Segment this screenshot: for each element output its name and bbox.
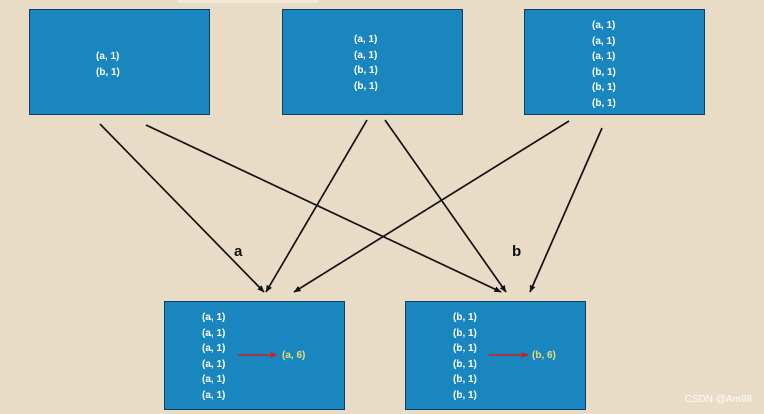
arrow-top-right-to-b — [529, 127, 603, 293]
pair-label: (a, 1) — [202, 327, 226, 339]
bottom-b-box: (b, 1) (b, 1) (b, 1) (b, 1) (b, 1) (b, 1… — [405, 301, 586, 410]
result-label-a: (a, 6) — [282, 350, 306, 361]
pair-label: (a, 1) — [592, 35, 616, 47]
pair-label: (a, 1) — [354, 34, 378, 45]
pair-label: (b, 1) — [453, 389, 477, 401]
key-label-b: b — [512, 243, 522, 260]
top-middle-pair-list: (a, 1) (a, 1) (b, 1) (b, 1) — [354, 32, 378, 94]
pair-label: (a, 1) — [202, 374, 226, 385]
bottom-b-pair-list: (b, 1) (b, 1) (b, 1) (b, 1) (b, 1) (b, 1… — [453, 310, 477, 403]
result-arrow-a — [238, 352, 278, 358]
pair-label: (b, 1) — [453, 374, 477, 385]
top-left-pair-list: (a, 1) (b, 1) — [96, 49, 120, 80]
arrow-top-left-to-b — [145, 124, 502, 293]
pair-label: (a, 1) — [202, 343, 226, 354]
pair-label: (b, 1) — [354, 65, 378, 76]
arrow-top-middle-to-a — [265, 119, 368, 293]
pair-label: (a, 1) — [592, 51, 616, 62]
pair-label: (b, 1) — [592, 97, 616, 109]
pair-label: (a, 1) — [96, 51, 120, 62]
bottom-a-pair-list: (a, 1) (a, 1) (a, 1) (a, 1) (a, 1) (a, 1… — [202, 310, 225, 403]
pair-label: (a, 1) — [202, 389, 226, 401]
key-label-a: a — [234, 243, 243, 260]
arrow-top-middle-to-b — [384, 119, 507, 293]
watermark: CSDN @Am98 — [684, 394, 752, 405]
top-right-pair-list: (a, 1) (a, 1) (a, 1) (b, 1) (b, 1) (b, 1… — [592, 18, 616, 111]
top-left-box: (a, 1) (b, 1) — [29, 9, 210, 115]
pair-label: (a, 1) — [354, 49, 378, 61]
arrow-top-right-to-a — [293, 120, 570, 293]
pair-label: (b, 1) — [453, 343, 477, 354]
pair-label: (b, 1) — [592, 82, 616, 93]
arrow-top-left-to-a — [99, 123, 265, 293]
pair-label: (b, 1) — [453, 327, 477, 339]
pair-label: (b, 1) — [453, 312, 477, 323]
pair-label: (a, 1) — [592, 20, 616, 31]
top-edge-strip — [178, 0, 318, 3]
result-label-b: (b, 6) — [532, 350, 556, 361]
pair-label: (b, 1) — [354, 80, 378, 92]
top-middle-box: (a, 1) (a, 1) (b, 1) (b, 1) — [282, 9, 463, 115]
pair-label: (b, 1) — [453, 358, 477, 370]
bottom-a-box: (a, 1) (a, 1) (a, 1) (a, 1) (a, 1) (a, 1… — [164, 301, 345, 410]
result-arrow-b — [489, 352, 529, 358]
pair-label: (b, 1) — [592, 66, 616, 78]
pair-label: (b, 1) — [96, 66, 120, 78]
top-right-box: (a, 1) (a, 1) (a, 1) (b, 1) (b, 1) (b, 1… — [524, 9, 705, 115]
pair-label: (a, 1) — [202, 358, 226, 370]
pair-label: (a, 1) — [202, 312, 226, 323]
